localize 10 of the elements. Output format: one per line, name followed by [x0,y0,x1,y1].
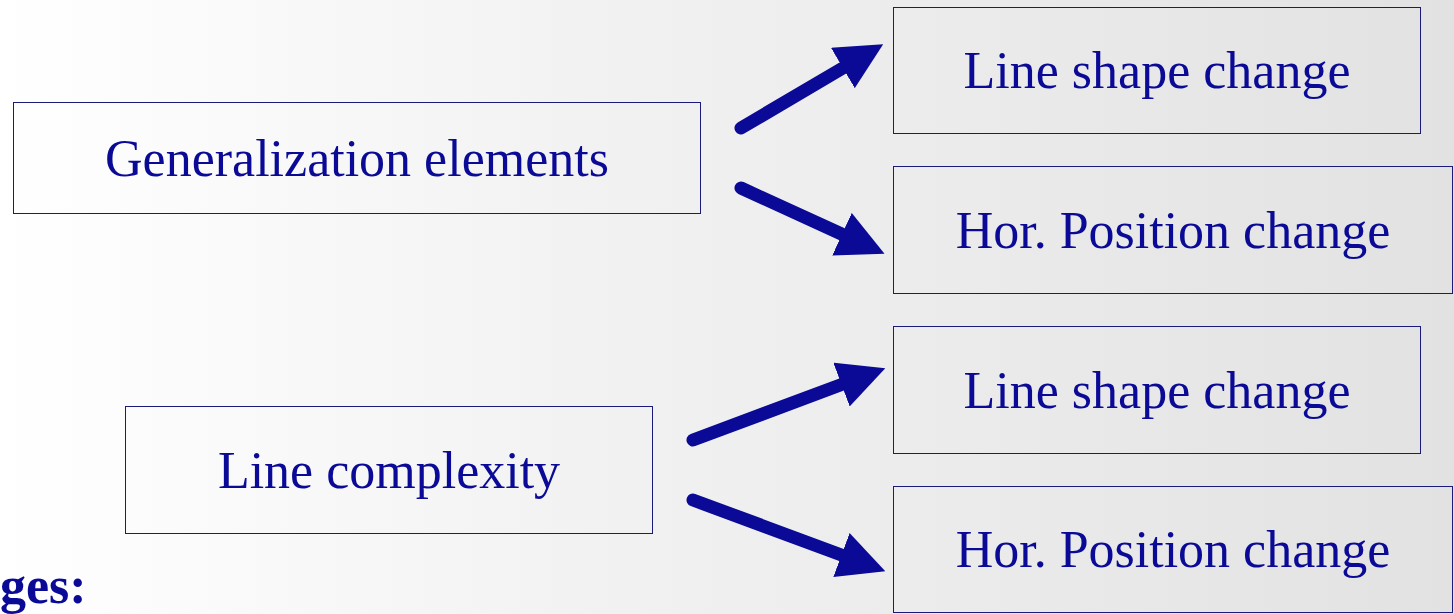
arrow [686,362,886,447]
text-box: Hor. Position change [893,166,1453,294]
arrow [734,181,885,256]
arrow [734,44,884,135]
text-box: Generalization elements [13,102,701,214]
text-box: Line shape change [893,7,1421,134]
arrow [686,493,886,577]
text-box: Line complexity [125,406,653,534]
text-box: Hor. Position change [893,486,1453,613]
text-box: Line shape change [893,326,1421,454]
